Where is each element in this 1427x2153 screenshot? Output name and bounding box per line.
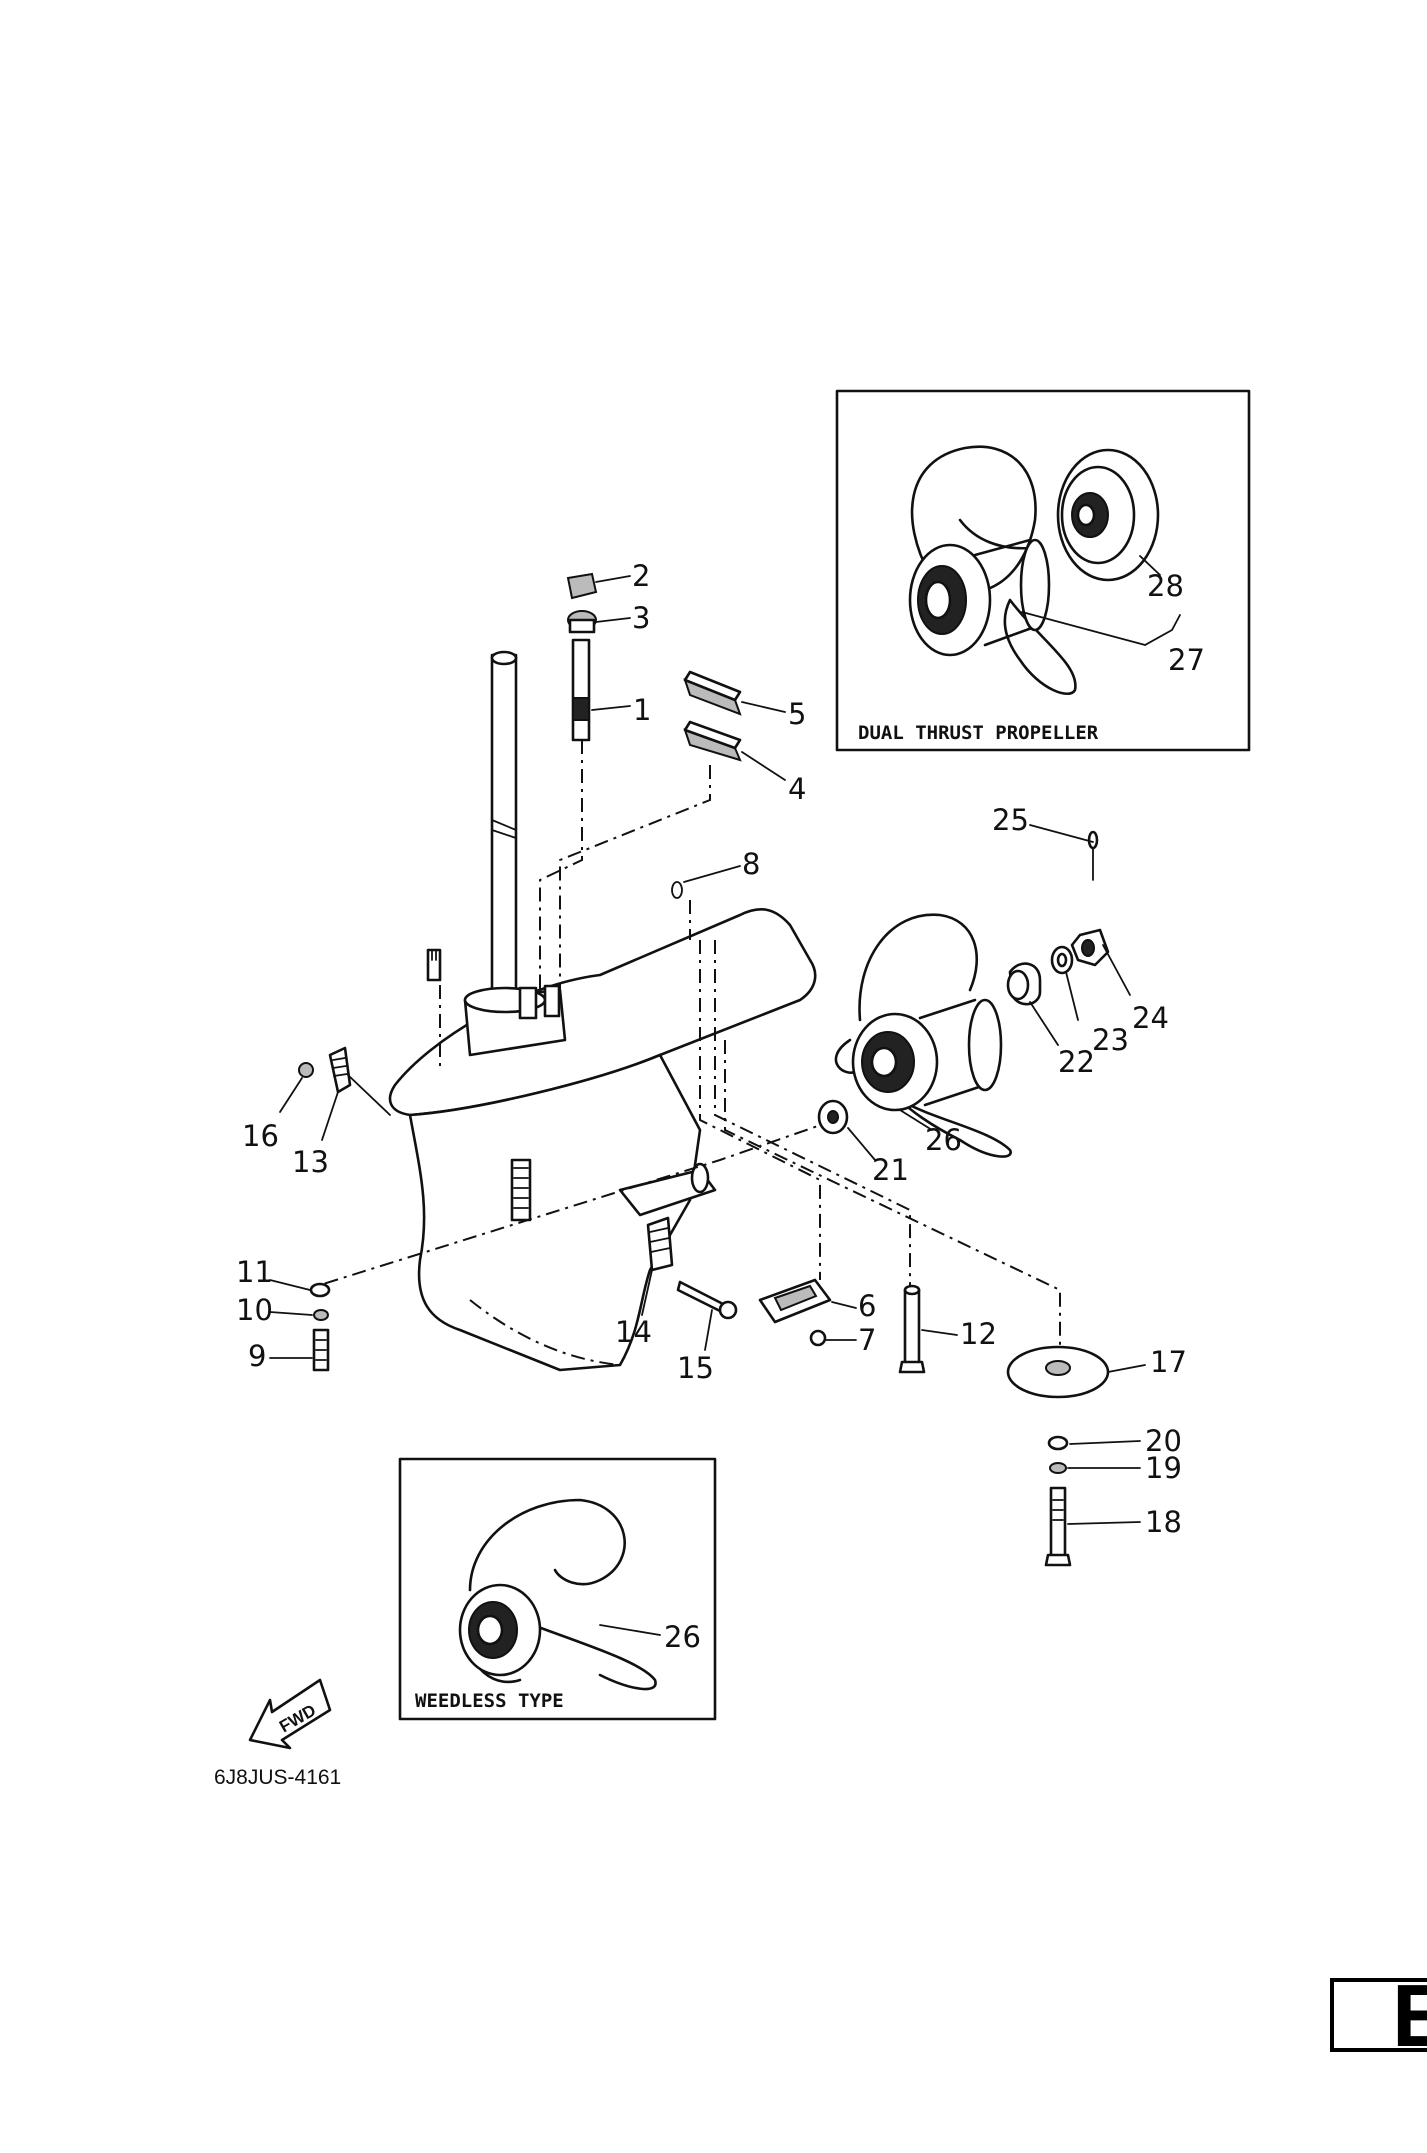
callout-3: 3 bbox=[632, 601, 650, 635]
part-code: 6J8JUS-4161 bbox=[214, 1766, 341, 1789]
bolt-12: 12 bbox=[898, 1284, 997, 1374]
anode-parts: 5 4 bbox=[683, 670, 806, 806]
callout-6: 6 bbox=[858, 1289, 876, 1323]
plate-6-screw-7: 6 7 bbox=[758, 1278, 876, 1357]
callout-25: 25 bbox=[992, 803, 1029, 837]
callout-22: 22 bbox=[1058, 1045, 1095, 1079]
callout-5: 5 bbox=[788, 697, 806, 731]
inset-dual-thrust-propeller: 28 27 DUAL THRUST PROPELLER bbox=[835, 389, 1251, 752]
callout-28: 28 bbox=[1147, 569, 1184, 603]
callout-10: 10 bbox=[236, 1293, 273, 1327]
callout-27: 27 bbox=[1168, 643, 1205, 677]
section-tab: E bbox=[1330, 1966, 1427, 2065]
callout-26-weedless: 26 bbox=[664, 1620, 701, 1654]
trim-tab-parts: 17 20 19 18 bbox=[1006, 1345, 1187, 1567]
anode-14-bolt-15: 14 15 bbox=[615, 1216, 738, 1385]
callout-7: 7 bbox=[858, 1323, 876, 1357]
callout-13: 13 bbox=[292, 1145, 329, 1179]
assembly-lines bbox=[319, 740, 1061, 1350]
fwd-arrow-icon: FWD bbox=[248, 1678, 332, 1750]
callout-9: 9 bbox=[248, 1339, 266, 1373]
drive-shaft bbox=[490, 650, 518, 1017]
callout-20: 20 bbox=[1145, 1424, 1182, 1458]
shift-rod-parts: 2 3 1 bbox=[566, 559, 651, 742]
main-propeller: 26 bbox=[834, 913, 1012, 1158]
inset-weedless-type: 26 WEEDLESS TYPE bbox=[398, 1457, 717, 1721]
inset-weedless-label: WEEDLESS TYPE bbox=[415, 1690, 564, 1712]
propeller-nut-parts: 25 24 23 22 bbox=[992, 803, 1169, 1079]
callout-1: 1 bbox=[633, 693, 651, 727]
callout-2: 2 bbox=[632, 559, 650, 593]
callout-19: 19 bbox=[1145, 1451, 1182, 1485]
callout-23: 23 bbox=[1092, 1023, 1129, 1057]
callout-26: 26 bbox=[925, 1123, 962, 1157]
left-side-parts: 16 13 11 10 9 bbox=[236, 1046, 391, 1373]
lower-casing bbox=[388, 907, 817, 1372]
callout-8: 8 bbox=[742, 847, 760, 881]
callout-12: 12 bbox=[960, 1317, 997, 1351]
callout-4: 4 bbox=[788, 772, 806, 806]
o-ring-8 bbox=[671, 881, 683, 899]
inset-dual-label: DUAL THRUST PROPELLER bbox=[858, 722, 1099, 744]
callout-17: 17 bbox=[1150, 1345, 1187, 1379]
callout-16: 16 bbox=[242, 1119, 279, 1153]
callout-18: 18 bbox=[1145, 1505, 1182, 1539]
callout-24: 24 bbox=[1132, 1001, 1169, 1035]
callout-11: 11 bbox=[236, 1255, 273, 1289]
callout-21: 21 bbox=[872, 1153, 909, 1187]
callout-15: 15 bbox=[677, 1351, 714, 1385]
section-tab-label: E bbox=[1392, 1966, 1427, 2065]
callout-14: 14 bbox=[615, 1315, 652, 1349]
thrust-washer: 21 bbox=[817, 1099, 909, 1187]
